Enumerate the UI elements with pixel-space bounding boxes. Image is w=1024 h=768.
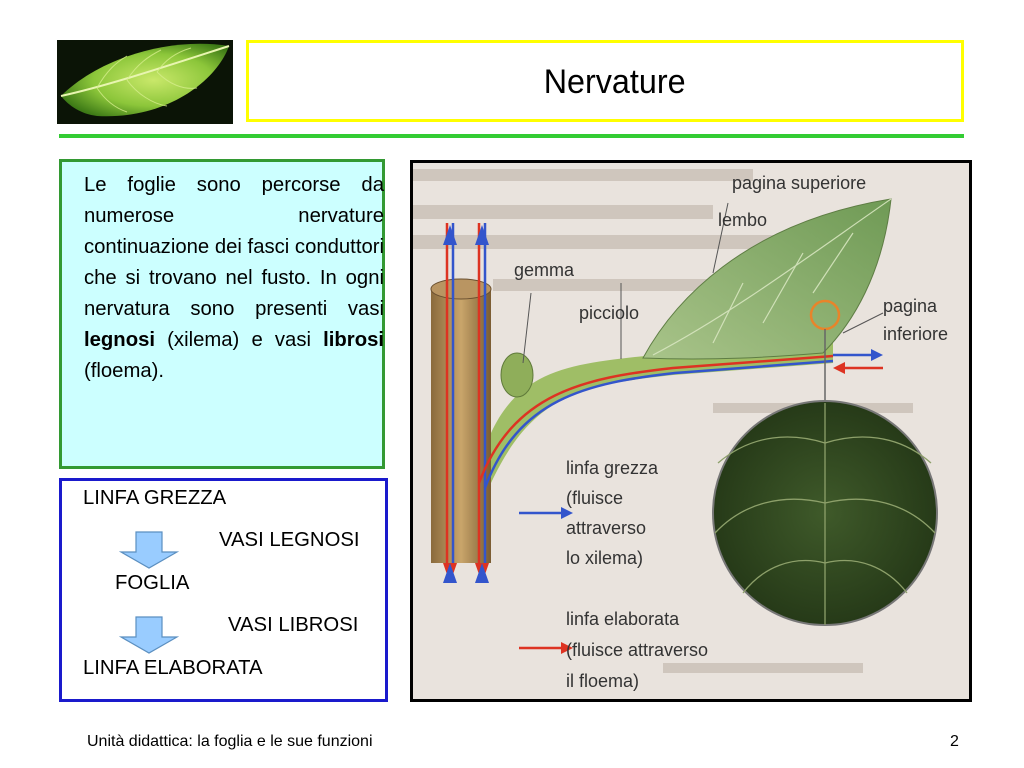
label-linfa-elaborata-1: linfa elaborata [566,609,680,629]
page-number: 2 [950,733,959,750]
slide-title: Nervature [543,63,686,101]
description-part-1: Le foglie sono percorse da numerose nerv… [84,174,384,320]
title-box: Nervature [246,40,964,122]
label-linfa-grezza-4: lo xilema) [566,548,644,568]
leaf-illustration: pagina superiore lembo gemma pagina infe… [410,160,972,702]
flow-vasi-librosi: VASI LIBROSI [228,614,359,636]
label-gemma: gemma [514,260,575,280]
description-text: Le foglie sono percorse da numerose nerv… [84,170,384,387]
label-linfa-elaborata-3: il floema) [566,671,640,691]
flow-linfa-elaborata: LINFA ELABORATA [83,657,263,679]
description-part-3: (floema). [84,360,165,382]
label-linfa-elaborata-2: (fluisce attraverso [566,640,709,660]
leaf-logo-graphic [57,40,233,124]
flow-vasi-legnosi: VASI LEGNOSI [219,529,360,551]
label-pagina: pagina [883,296,938,316]
flow-linfa-grezza: LINFA GREZZA [83,487,227,509]
label-picciolo: picciolo [579,303,640,323]
label-lembo: lembo [718,210,768,230]
leaf-illustration-graphic [413,163,969,699]
bold-librosi: librosi [323,329,384,351]
description-part-2: (xilema) e vasi [155,329,324,351]
down-arrow-icon [119,616,179,654]
bold-legnosi: legnosi [84,329,155,351]
title-rule [59,134,964,138]
label-linfa-grezza-3: attraverso [566,518,647,538]
label-linfa-grezza-2: (fluisce [566,488,624,508]
flow-box: LINFA GREZZA VASI LEGNOSI FOGLIA VASI LI… [59,478,388,702]
flow-foglia: FOGLIA [115,572,190,594]
label-inferiore: inferiore [883,324,949,344]
down-arrow-icon [119,531,179,569]
footer-text: Unità didattica: la foglia e le sue funz… [87,733,373,750]
description-box: Le foglie sono percorse da numerose nerv… [59,159,385,469]
label-pagina-superiore: pagina superiore [732,173,867,193]
label-linfa-grezza-1: linfa grezza [566,458,659,478]
leaf-logo [57,40,233,124]
